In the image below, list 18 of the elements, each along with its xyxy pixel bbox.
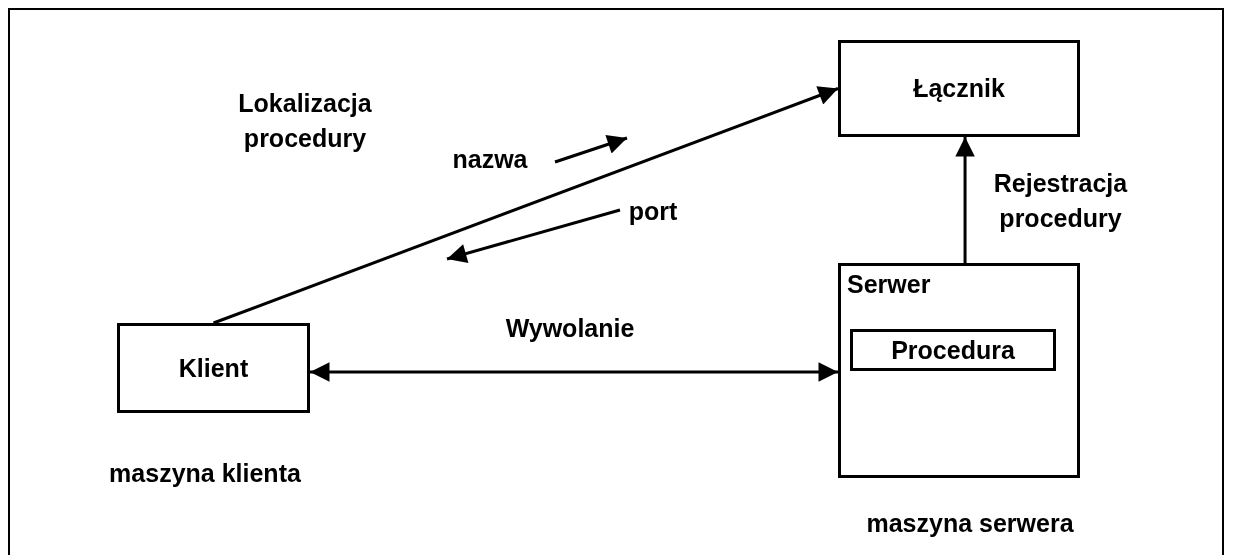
box-heading: Serwer [847, 270, 931, 299]
text-label: Lokalizacja procedury [237, 88, 373, 154]
arrow [955, 137, 975, 263]
process-box [117, 323, 310, 413]
process-box [838, 40, 1080, 137]
text-label: maszyna klienta [108, 458, 302, 489]
process-box [838, 263, 1080, 478]
text-label: maszyna serwera [865, 508, 1075, 539]
box-label: Klient [178, 353, 249, 383]
box-label: Łącznik [913, 74, 1005, 103]
box-label: Procedura [891, 335, 1015, 365]
edge-label: Wywolanie [504, 313, 636, 344]
arrow [212, 86, 839, 325]
text-label: port [627, 196, 679, 227]
text-label: nazwa [451, 144, 529, 175]
arrow [310, 362, 838, 382]
edge-label: Rejestracja procedury [992, 168, 1129, 234]
process-box [850, 329, 1056, 371]
